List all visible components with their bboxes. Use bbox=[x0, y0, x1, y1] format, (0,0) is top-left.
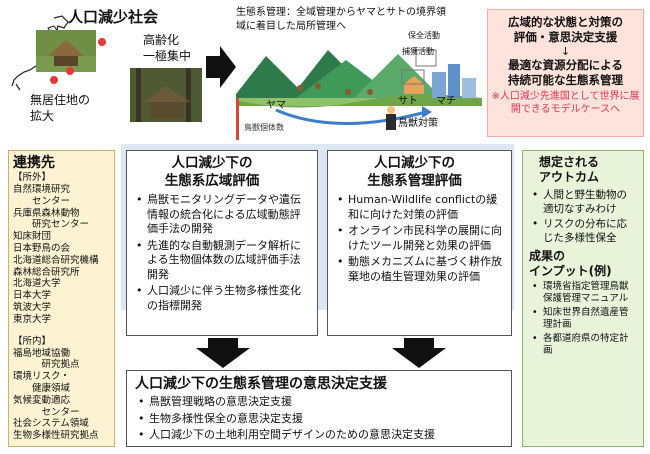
list-item: オンライン市民科学の展開に向けたツール開発と効果の評価 bbox=[334, 224, 505, 253]
list-item: 人口減少に伴う生物多様性変化の指標開発 bbox=[133, 284, 311, 313]
landscape-illustration bbox=[236, 36, 482, 140]
down-arrow-right-icon bbox=[392, 338, 446, 368]
city-dot-icon bbox=[98, 38, 106, 46]
down-arrow-icon: ↓ bbox=[560, 45, 571, 58]
external-label: 【所外】 bbox=[13, 172, 52, 183]
partner-org: 兵庫県森林動物 bbox=[13, 207, 80, 219]
partner-org: 東京大学 bbox=[13, 313, 52, 325]
list-item: 鳥獣管理戦略の意思決定支援 bbox=[135, 395, 503, 410]
list-item: 鳥獣モニタリングデータや遺伝情報の統合化による広域動態評価手法の開発 bbox=[133, 193, 311, 237]
decision-support-title: 人口減少下の生態系管理の意思決定支援 bbox=[135, 376, 387, 392]
decision-support-summary: 広域的な状態と対策の 評価・意思決定支援 ↓ 最適な資源分配による 持続可能な生… bbox=[487, 9, 644, 137]
partner-org: 福島地域協働 bbox=[13, 347, 71, 359]
input-title: 成果の インプット(例) bbox=[529, 249, 612, 278]
partner-org: 日本野鳥の会 bbox=[13, 242, 71, 254]
list-item: 生物多様性保全の意思決定支援 bbox=[135, 412, 503, 427]
list-item: 人口減少下の土地利用空間デザインのための意思決定支援 bbox=[135, 428, 503, 443]
decision-support-list: 鳥獣管理戦略の意思決定支援生物多様性保全の意思決定支援人口減少下の土地利用空間デ… bbox=[135, 395, 503, 443]
partner-org: 環境リスク・ bbox=[13, 371, 70, 383]
pest-capture-label: 捕獲活動 bbox=[402, 47, 434, 56]
thatched-house-photo bbox=[36, 30, 96, 72]
partner-org: 研究拠点 bbox=[13, 359, 80, 371]
summary-line-1: 広域的な状態と対策の 評価・意思決定支援 bbox=[508, 15, 623, 44]
internal-label: 【所内】 bbox=[13, 335, 52, 347]
partner-org: 北海道大学 bbox=[13, 278, 61, 290]
list-item: Human-Wildlife conflictの緩和に向けた対策の評価 bbox=[334, 193, 505, 222]
input-list: 環境省指定管理鳥獣保護管理マニュアル知床世界自然遺産管理計画各都道府県の特定計画 bbox=[529, 281, 637, 357]
partner-org: 生物多様性研究拠点 bbox=[13, 430, 99, 442]
wildlife-pop-label: 鳥獣個体数 bbox=[244, 123, 284, 132]
management-eval-list: Human-Wildlife conflictの緩和に向けた対策の評価オンライン… bbox=[334, 193, 505, 284]
partner-org: 北海道総合研究機構 bbox=[13, 254, 99, 266]
partner-org: 知床財団 bbox=[13, 231, 52, 243]
partner-org: 筑波大学 bbox=[13, 301, 52, 313]
list-item: 先進的な自動観測データ解析による生物個体数の広域評価手法開発 bbox=[133, 239, 311, 283]
depop-dot-icon bbox=[66, 67, 74, 75]
abandoned-hut-photo bbox=[130, 68, 202, 122]
yama-label: ヤマ bbox=[266, 100, 286, 111]
summary-note: ※人口減少先進国として世界に展開できるモデルケースへ bbox=[491, 91, 640, 115]
conservation-label: 保全活動 bbox=[408, 31, 440, 40]
list-item: 各都道府県の特定計画 bbox=[529, 333, 637, 357]
wide-area-eval-title: 人口減少下の 生態系広域評価 bbox=[164, 155, 260, 189]
partner-org: 社会システム領域 bbox=[13, 418, 89, 430]
outcome-title: 想定される アウトカム bbox=[539, 155, 600, 184]
management-eval-box: 人口減少下の 生態系管理評価 Human-Wildlife conflictの緩… bbox=[327, 150, 512, 336]
sato-label: サト bbox=[398, 96, 418, 107]
wildlife-measures-label: 鳥獣対策 bbox=[398, 118, 438, 129]
list-item: 人間と野生動物の適切なすみわけ bbox=[529, 189, 637, 216]
partner-org: センター bbox=[13, 406, 80, 418]
partner-org: センター bbox=[13, 195, 71, 207]
list-item: 知床世界自然遺産管理計画 bbox=[529, 307, 637, 331]
wide-area-eval-box: 人口減少下の 生態系広域評価 鳥獣モニタリングデータや遺伝情報の統合化による広域… bbox=[126, 150, 318, 336]
outcome-panel: 想定される アウトカム 人間と野生動物の適切なすみわけリスクの分布に応じた多様性… bbox=[522, 150, 644, 447]
partner-org: 健康領域 bbox=[13, 382, 71, 394]
partner-org: 自然環境研究 bbox=[13, 184, 71, 195]
eco-management-desc: 生態系管理：全域管理からヤマとサトの境界領域に着目した局所管理へ bbox=[236, 7, 446, 32]
down-arrow-left-icon bbox=[196, 338, 250, 368]
outcome-list: 人間と野生動物の適切なすみわけリスクの分布に応じた多様性保全 bbox=[529, 189, 637, 245]
internal-partners-list: 福島地域協働 研究拠点環境リスク・ 健康領域気候変動適応 センター社会システム領… bbox=[13, 348, 110, 442]
partner-org: 気候変動適応 bbox=[13, 394, 71, 406]
partner-org: 森林総合研究所 bbox=[13, 266, 80, 278]
machi-label: マチ bbox=[436, 96, 456, 107]
depop-label: 無居住地の 拡大 bbox=[30, 93, 91, 123]
partner-org: 研究センター bbox=[13, 219, 90, 231]
management-eval-title: 人口減少下の 生態系管理評価 bbox=[367, 155, 462, 189]
summary-line-2: 最適な資源分配による 持続可能な生態系管理 bbox=[508, 58, 623, 87]
decision-support-box: 人口減少下の生態系管理の意思決定支援 鳥獣管理戦略の意思決定支援生物多様性保全の… bbox=[126, 370, 512, 447]
external-partners-list: 自然環境研究 センター兵庫県森林動物 研究センター知床財団日本野鳥の会北海道総合… bbox=[13, 184, 110, 326]
list-item: リスクの分布に応じた多様性保全 bbox=[529, 218, 637, 245]
partner-org: 日本大学 bbox=[13, 290, 52, 302]
partners-title: 連携先 bbox=[13, 155, 55, 171]
transition-arrow-icon bbox=[206, 46, 236, 88]
partners-panel: 連携先 【所外】 自然環境研究 センター兵庫県森林動物 研究センター知床財団日本… bbox=[8, 150, 115, 447]
list-item: 環境省指定管理鳥獣保護管理マニュアル bbox=[529, 281, 637, 305]
aging-label: 高齢化 一極集中 bbox=[143, 33, 192, 63]
wide-area-eval-list: 鳥獣モニタリングデータや遺伝情報の統合化による広域動態評価手法の開発先進的な自動… bbox=[133, 193, 311, 313]
header-title: 人口減少社会 bbox=[68, 8, 159, 26]
depop-dot-icon bbox=[50, 76, 58, 84]
list-item: 動態メカニズムに基づく耕作放棄地の植生管理効果の評価 bbox=[334, 255, 505, 284]
